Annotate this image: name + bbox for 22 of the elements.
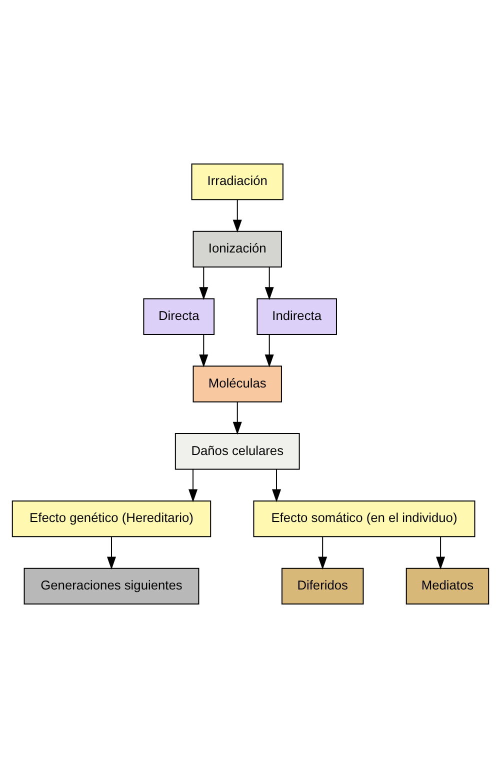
node-box: Directa [143,298,215,335]
node-box: Moléculas [192,366,282,402]
arrow [232,199,242,233]
node-box: Mediatos [406,568,490,605]
arrow [272,468,282,502]
node-box: Diferidos [281,568,364,605]
arrow [188,468,198,502]
node-box: Efecto genético (Hereditario) [12,500,212,538]
arrow [264,334,274,368]
node-box: Indirecta [256,298,337,335]
arrow [436,536,446,570]
arrow [318,536,328,570]
node-box: Generaciones siguientes [24,568,200,605]
node-box: Efecto somático (en el individuo) [253,500,476,538]
arrow [199,334,208,368]
node-box: Irradiación [191,163,284,200]
arrow [106,536,116,570]
node-box: Ionización [192,230,282,268]
node-box: Daños celulares [174,433,300,470]
arrow [232,402,242,435]
arrow [264,266,274,300]
arrow [199,266,208,300]
